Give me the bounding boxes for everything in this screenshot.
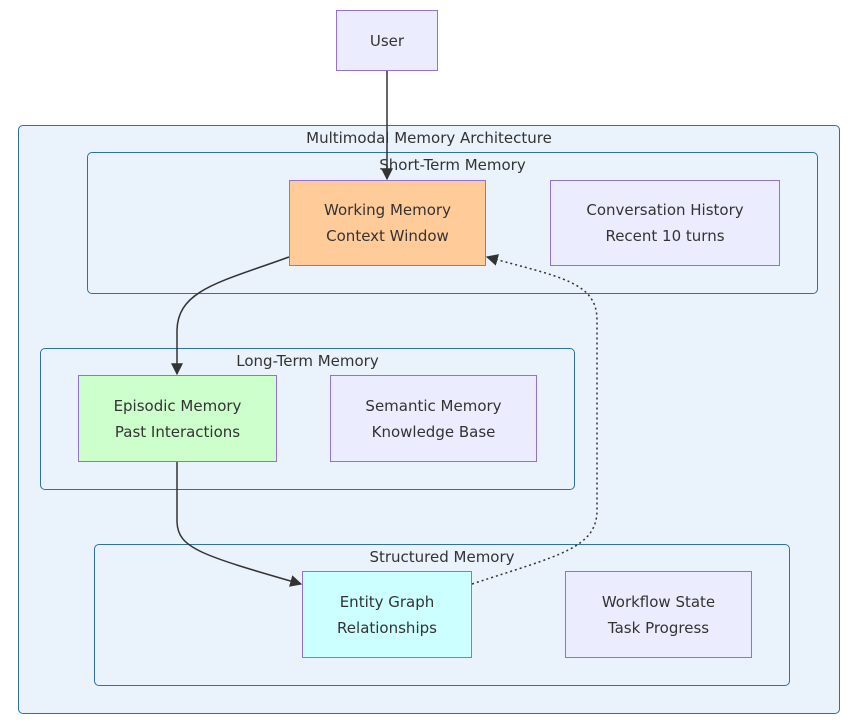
node-working-memory-line2: Context Window — [326, 227, 449, 245]
node-episodic-memory[interactable]: Episodic Memory Past Interactions — [78, 375, 277, 462]
node-user[interactable]: User — [336, 10, 438, 71]
node-workflow-state[interactable]: Workflow State Task Progress — [565, 571, 752, 658]
node-episodic-memory-line1: Episodic Memory — [113, 396, 242, 415]
node-conversation-history[interactable]: Conversation History Recent 10 turns — [550, 180, 780, 266]
cluster-title-short-term: Short-Term Memory — [379, 156, 526, 174]
node-conversation-history-line1: Conversation History — [586, 201, 744, 219]
node-semantic-memory[interactable]: Semantic Memory Knowledge Base — [330, 375, 537, 462]
cluster-title-multimodal: Multimodal Memory Architecture — [306, 129, 552, 147]
node-semantic-memory-line2: Knowledge Base — [371, 422, 496, 441]
node-semantic-memory-line1: Semantic Memory — [365, 396, 502, 415]
node-entity-graph[interactable]: Entity Graph Relationships — [302, 571, 472, 658]
node-user-label: User — [369, 31, 405, 50]
node-entity-graph-line1: Entity Graph — [339, 592, 435, 611]
cluster-title-long-term: Long-Term Memory — [236, 352, 379, 370]
cluster-title-structured: Structured Memory — [369, 548, 515, 566]
node-entity-graph-line2: Relationships — [337, 618, 437, 637]
node-working-memory[interactable]: Working Memory Context Window — [289, 180, 486, 266]
node-episodic-memory-line2: Past Interactions — [114, 422, 241, 441]
node-workflow-state-line2: Task Progress — [607, 618, 710, 637]
node-working-memory-line1: Working Memory — [324, 201, 451, 219]
node-conversation-history-line2: Recent 10 turns — [605, 227, 725, 245]
node-workflow-state-line1: Workflow State — [601, 592, 716, 611]
